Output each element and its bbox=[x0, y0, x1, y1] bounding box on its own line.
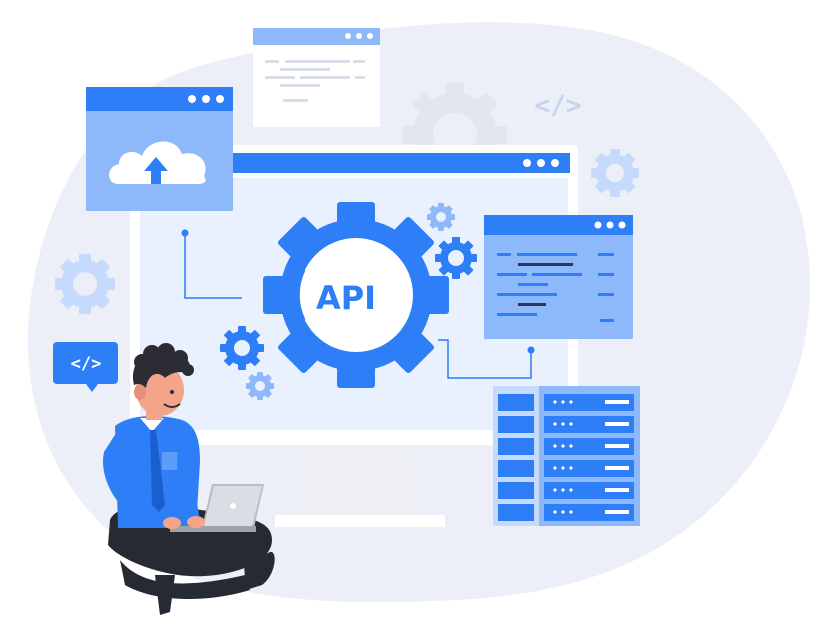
connector-lines bbox=[184, 233, 532, 379]
shoe-right bbox=[244, 551, 275, 590]
code-speech-bubble bbox=[53, 342, 118, 392]
small-gear-icon-mid bbox=[435, 237, 477, 279]
code-window bbox=[484, 215, 633, 339]
code-tag-faint: </> bbox=[535, 91, 582, 121]
gear-icon-right bbox=[591, 149, 639, 197]
gear-icon-left bbox=[55, 254, 115, 314]
top-browser-window bbox=[253, 28, 380, 127]
small-gear-icon-bottom bbox=[246, 372, 274, 400]
laptop-icon bbox=[170, 484, 264, 532]
shoe-left bbox=[155, 575, 175, 615]
small-gear-icon-left bbox=[220, 326, 264, 370]
api-label: API bbox=[316, 279, 376, 317]
server-rack-icon bbox=[493, 386, 640, 526]
code-tag-bubble: </> bbox=[71, 354, 102, 374]
api-gear-icon bbox=[263, 202, 449, 388]
cloud-upload-window bbox=[86, 87, 233, 211]
person bbox=[103, 343, 275, 615]
small-gear-icon-top bbox=[427, 203, 455, 231]
cloud-upload-icon bbox=[109, 141, 206, 184]
